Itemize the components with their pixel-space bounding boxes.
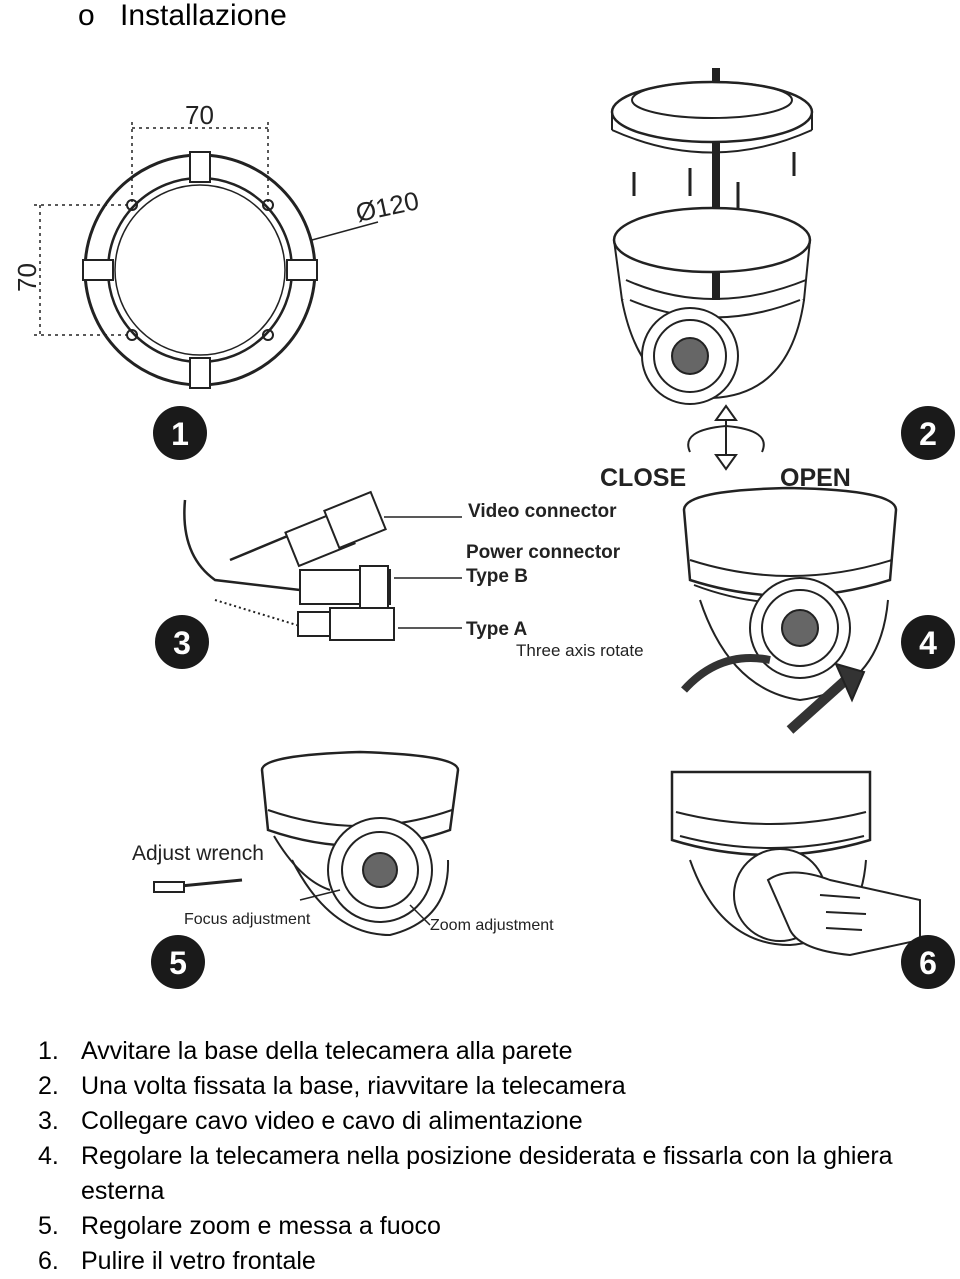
installation-illustration: 70 70 Ø120 Video connector bbox=[12, 68, 955, 989]
instruction-text: Regolare la telecamera nella posizione d… bbox=[81, 1142, 893, 1205]
instruction-item: 2. Una volta fissata la base, riavvitare … bbox=[38, 1069, 953, 1104]
step-badge-6: 6 bbox=[901, 935, 955, 989]
label-adjust-wrench: Adjust wrench bbox=[132, 842, 264, 865]
instruction-item: 3. Collegare cavo video e cavo di aliment… bbox=[38, 1104, 953, 1139]
dimension-height: 70 bbox=[12, 263, 42, 292]
label-power-connector: Power connector bbox=[466, 542, 621, 563]
instruction-list: 1. Avvitare la base della telecamera alla… bbox=[38, 1034, 953, 1279]
step-badge-number: 4 bbox=[919, 625, 937, 661]
section-heading: o Installazione bbox=[78, 0, 287, 36]
instruction-item: 6. Pulire il vetro frontale bbox=[38, 1244, 953, 1279]
step-badge-2: 2 bbox=[901, 406, 955, 460]
label-close: CLOSE bbox=[600, 464, 686, 492]
instruction-text: Pulire il vetro frontale bbox=[81, 1247, 316, 1275]
instruction-text: Avvitare la base della telecamera alla p… bbox=[81, 1037, 573, 1065]
step-badge-5: 5 bbox=[151, 935, 205, 989]
step-badge-4: 4 bbox=[901, 615, 955, 669]
step-badge-number: 1 bbox=[171, 416, 189, 452]
instruction-number: 1. bbox=[38, 1037, 59, 1065]
instruction-number: 3. bbox=[38, 1107, 59, 1135]
label-three-axis-rotate: Three axis rotate bbox=[516, 641, 644, 660]
dome-adjust-drawing bbox=[681, 486, 898, 734]
step-badges: 1 2 3 4 5 6 bbox=[151, 406, 955, 989]
step-badge-circle bbox=[155, 615, 209, 669]
dimension-width: 70 bbox=[185, 100, 214, 130]
dome-exploded-drawing bbox=[610, 68, 814, 405]
dimension-diameter: Ø120 bbox=[353, 185, 421, 228]
instruction-item: 1. Avvitare la base della telecamera alla… bbox=[38, 1034, 953, 1069]
connector-cables-drawing bbox=[183, 490, 462, 641]
instruction-text: Una volta fissata la base, riavvitare la… bbox=[81, 1072, 626, 1100]
step-badge-circle bbox=[901, 935, 955, 989]
step-badge-3: 3 bbox=[155, 615, 209, 669]
instruction-text: Collegare cavo video e cavo di alimentaz… bbox=[81, 1107, 583, 1135]
label-type-b: Type B bbox=[466, 566, 528, 587]
mounting-base-drawing bbox=[34, 122, 379, 389]
instruction-number: 2. bbox=[38, 1072, 59, 1100]
step-badge-number: 5 bbox=[169, 945, 187, 981]
step-badge-number: 3 bbox=[173, 625, 191, 661]
instruction-item: 5. Regolare zoom e messa a fuoco bbox=[38, 1209, 953, 1244]
step-badge-1: 1 bbox=[153, 406, 207, 460]
instruction-number: 6. bbox=[38, 1247, 59, 1275]
label-video-connector: Video connector bbox=[468, 501, 617, 522]
instruction-number: 5. bbox=[38, 1212, 59, 1240]
label-zoom-adjustment: Zoom adjustment bbox=[430, 917, 554, 934]
dome-focus-drawing bbox=[153, 750, 460, 937]
heading-bullet: o bbox=[78, 0, 95, 32]
dome-cleaning-drawing bbox=[670, 770, 921, 957]
rotation-symbol bbox=[687, 404, 765, 471]
step-badge-number: 6 bbox=[919, 945, 937, 981]
label-type-a: Type A bbox=[466, 619, 528, 640]
instruction-number: 4. bbox=[38, 1142, 59, 1170]
step-badge-circle bbox=[901, 406, 955, 460]
step-badge-circle bbox=[153, 406, 207, 460]
step-badge-circle bbox=[151, 935, 205, 989]
label-focus-adjustment: Focus adjustment bbox=[184, 911, 311, 928]
step-badge-number: 2 bbox=[919, 416, 937, 452]
heading-title: Installazione bbox=[120, 0, 287, 32]
instruction-item: 4. Regolare la telecamera nella posizione… bbox=[38, 1139, 953, 1209]
instruction-text: Regolare zoom e messa a fuoco bbox=[81, 1212, 441, 1240]
step-badge-circle bbox=[901, 615, 955, 669]
